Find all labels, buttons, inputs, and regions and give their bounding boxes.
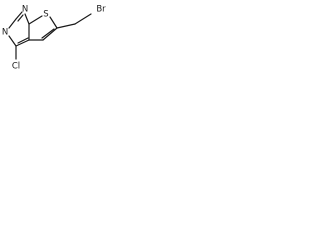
atom-label-br: Br bbox=[96, 5, 106, 15]
bond-c2-n1 bbox=[8, 18, 17, 29]
bond-c6-c5-double bbox=[41, 28, 55, 39]
molecule-svg: N N S Cl Br bbox=[2, 5, 106, 72]
atom-label-cl: Cl bbox=[12, 62, 20, 72]
bond-s-c6 bbox=[49, 16, 58, 29]
bond-ch2-br bbox=[74, 13, 92, 25]
bond-c2-n3 bbox=[15, 11, 23, 20]
atom-label-n: N bbox=[22, 5, 28, 15]
bond-c2-n3-double bbox=[17, 14, 24, 22]
atom-label-n: N bbox=[2, 28, 8, 38]
atom-label-group: N N S Cl Br bbox=[2, 5, 106, 72]
chemical-structure-diagram: N N S Cl Br bbox=[0, 0, 112, 73]
bond-n1-c4 bbox=[8, 35, 17, 47]
bond-c6-c5 bbox=[42, 27, 58, 41]
bond-c7a-s bbox=[28, 15, 43, 25]
bond-c4-c4a-double bbox=[17, 37, 29, 44]
bond-c4-c4a bbox=[15, 39, 30, 47]
bond-group bbox=[8, 11, 92, 60]
bond-c6-ch2 bbox=[56, 23, 76, 29]
atom-label-s: S bbox=[43, 10, 48, 20]
bond-c7a-n3 bbox=[24, 13, 30, 25]
